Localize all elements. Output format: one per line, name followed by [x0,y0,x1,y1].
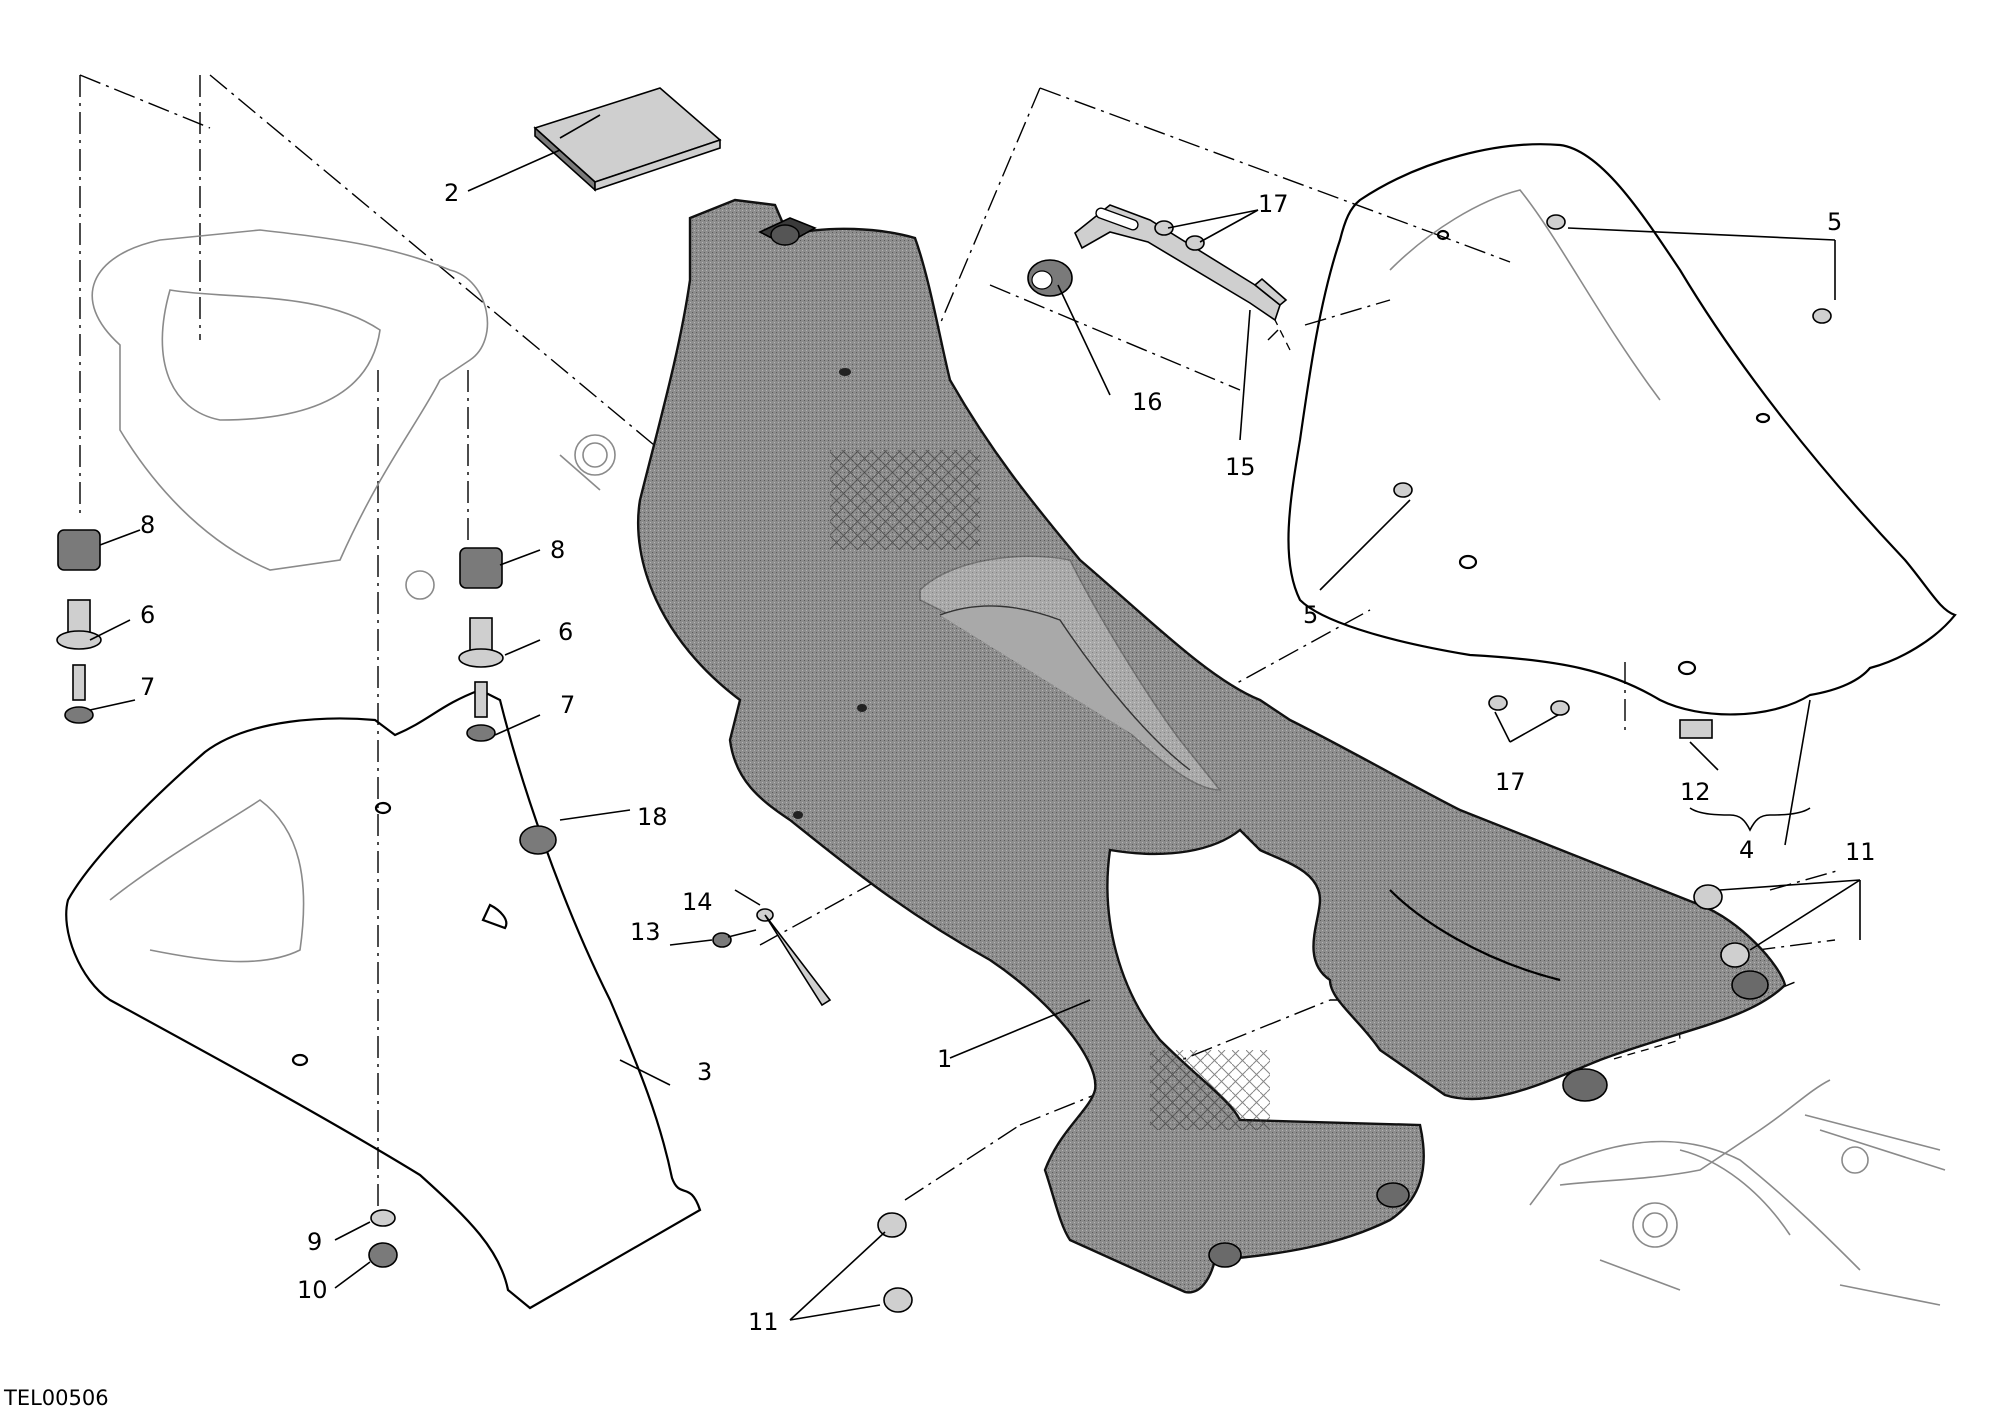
seat-lock-bracket [1027,204,1288,322]
callout-3: 3 [697,1058,712,1086]
callout-9: 9 [307,1228,322,1256]
callout-17b: 17 [1495,768,1526,796]
callout-4: 4 [1739,836,1754,864]
callout-14: 14 [682,888,713,916]
leader-lines [89,149,1861,1321]
callout-1: 1 [937,1045,952,1073]
callout-8a: 8 [140,511,155,539]
callout-18: 18 [637,803,668,831]
callout-5b: 5 [1303,601,1318,629]
callout-5a: 5 [1827,208,1842,236]
callout-6a: 6 [140,601,155,629]
callout-17a: 17 [1258,190,1289,218]
callout-12: 12 [1680,778,1711,806]
callout-11a: 11 [1845,838,1876,866]
callout-15: 15 [1225,453,1256,481]
main-side-cover [636,198,1787,1294]
undertray-panel [65,688,702,1310]
callout-7b: 7 [560,691,575,719]
callout-6b: 6 [558,618,573,646]
callout-labels: 1 2 3 4 5 5 6 6 7 7 8 8 9 10 11 11 12 13… [140,179,1876,1336]
callout-11b: 11 [748,1308,779,1336]
callout-10: 10 [297,1276,328,1304]
seat [1287,143,1957,716]
hardware [56,214,1832,1313]
callout-16: 16 [1132,388,1163,416]
callout-8b: 8 [550,536,565,564]
fuel-tank-ghost [91,229,616,600]
drawing-code: TEL00506 [3,1386,109,1410]
rear-subframe-ghost [1529,1079,1946,1306]
callout-7a: 7 [140,673,155,701]
callout-13: 13 [630,918,661,946]
manual-card [533,87,722,192]
callout-2: 2 [444,179,459,207]
